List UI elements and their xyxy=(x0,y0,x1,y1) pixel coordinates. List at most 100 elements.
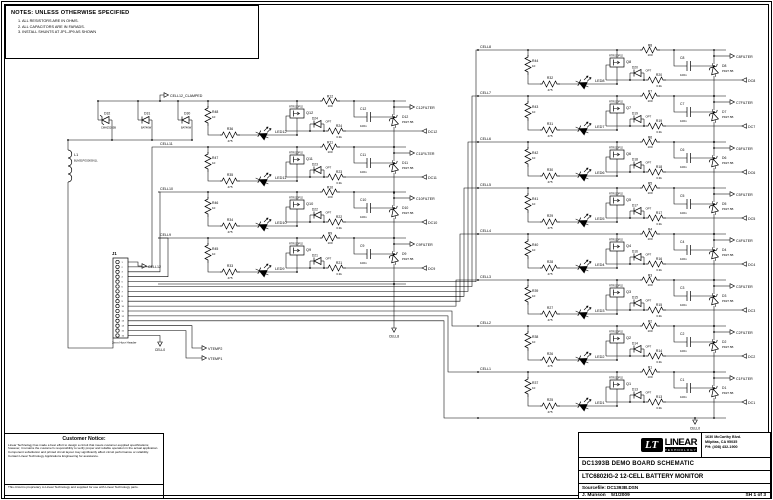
net-terminal-right-icon xyxy=(409,104,416,110)
junction-dot xyxy=(159,100,161,102)
led-symbol xyxy=(575,121,592,136)
wire xyxy=(67,182,114,349)
led-diode xyxy=(255,130,269,141)
resistor-symbol xyxy=(646,168,666,176)
value-R12: 100 xyxy=(327,104,332,108)
net-label-CELL9: CELL9 xyxy=(160,233,171,237)
address-line-2: Milpitas, CA 95035 xyxy=(705,439,738,444)
junction-dot xyxy=(527,187,529,189)
value-D31: BAT46W xyxy=(141,126,152,130)
wire xyxy=(673,326,687,343)
label-R42: R42 xyxy=(532,151,538,155)
junction-dot xyxy=(643,125,645,127)
value-C12: 100n xyxy=(360,124,367,128)
value-Q6: RTR020P02 xyxy=(609,147,623,150)
led-symbol xyxy=(575,167,592,182)
resistor-symbol xyxy=(204,106,212,126)
net-terminal-right-icon xyxy=(729,375,736,381)
junction-dot xyxy=(616,233,618,235)
junction-dot xyxy=(616,175,618,177)
clamp-network: CELL12_CLAMPEDD32CMHZ5265BD31BAT46WD30BA… xyxy=(68,92,203,141)
value-D8: PDZ7.5B xyxy=(722,69,733,73)
resistor-symbol xyxy=(540,264,560,272)
sheet-number: SH 1 of 3 xyxy=(745,492,766,498)
label-Q9: Q9 xyxy=(306,248,311,252)
zener-D1 xyxy=(708,385,720,399)
junction-dot xyxy=(309,221,311,223)
label-R28: R28 xyxy=(547,260,553,264)
resistor-symbol xyxy=(326,127,346,135)
diode-D18 xyxy=(630,160,644,170)
junction-dot xyxy=(629,217,631,219)
customer-notice-box: Customer Notice: Linear Technology has m… xyxy=(4,433,164,499)
j1-pin xyxy=(115,269,120,274)
net-label-DC8: DC8 xyxy=(748,79,755,83)
diode-D24 xyxy=(310,119,324,129)
resistor-symbol xyxy=(646,352,666,360)
value-R32: 475 xyxy=(547,88,552,92)
mosfet-symbol xyxy=(285,192,305,226)
diode-D15 xyxy=(630,298,644,308)
label-R16: R16 xyxy=(656,257,662,261)
notes-title: NOTES: UNLESS OTHERWISE SPECIFIED xyxy=(11,10,130,16)
net-terminal-right-icon xyxy=(729,237,736,243)
resistor-symbol xyxy=(646,398,666,406)
junction-dot xyxy=(393,207,395,209)
value-C2: 100n xyxy=(680,349,687,353)
junction-dot xyxy=(713,249,715,251)
junction-dot xyxy=(477,233,479,235)
value-D32: CMHZ5265B xyxy=(101,126,116,130)
j1-pin xyxy=(115,304,120,309)
junction-dot xyxy=(323,267,325,269)
value-R26: 475 xyxy=(547,364,552,368)
label-C2: C2 xyxy=(680,332,684,336)
wire xyxy=(159,94,164,101)
label-LED12: LED12 xyxy=(275,130,287,134)
label-D16: D16 xyxy=(632,250,638,254)
value-C3: 100n xyxy=(680,303,687,307)
label-R48: R48 xyxy=(212,110,218,114)
net-label-cell8-bottom: CELL8 xyxy=(389,335,399,339)
value-R9: 100 xyxy=(327,241,332,245)
junction-dot xyxy=(713,65,715,67)
title-block-footer-row: J. Munson 5/1/2009 SH 1 of 3 xyxy=(579,493,770,499)
label-D13: D13 xyxy=(632,388,638,392)
junction-dot xyxy=(309,267,311,269)
net-terminal-right-icon xyxy=(729,145,736,151)
wire xyxy=(527,397,540,407)
net-label-DC5: DC5 xyxy=(748,217,755,221)
cell-circuit-LED1: CELL1R3710R25475LED1RTR020P02Q1R133.3kD1… xyxy=(478,366,755,419)
net-label-C5FILTER: C5FILTER xyxy=(736,193,753,197)
label-R36: R36 xyxy=(227,127,233,131)
wire xyxy=(128,320,478,419)
junction-dot xyxy=(713,331,715,333)
junction-dot xyxy=(713,141,715,143)
wire xyxy=(207,126,220,136)
net-label-C9FILTER: C9FILTER xyxy=(416,243,433,247)
led-diode xyxy=(575,263,589,274)
wire xyxy=(527,121,540,131)
j1-pin-number: 15 xyxy=(122,331,125,333)
zener-D8 xyxy=(708,63,720,77)
wire xyxy=(673,234,687,251)
value-Q5: RTR020P02 xyxy=(609,193,623,196)
j1-pin xyxy=(115,318,120,323)
value-R7: 100 xyxy=(647,99,652,103)
mosfet-symbol xyxy=(285,147,305,181)
j1-pin-number: 7 xyxy=(122,291,124,293)
junction-dot xyxy=(393,152,395,154)
cell-circuit-LED3: CELL3R3910R27475LED3RTR020P02Q3R153.3kD1… xyxy=(478,274,755,327)
diode-D14 xyxy=(630,344,644,354)
junction-dot xyxy=(629,401,631,403)
value-C10: 100n xyxy=(360,215,367,219)
label-J1: J1 xyxy=(112,251,117,256)
label-R15: R15 xyxy=(656,303,662,307)
zener-D6 xyxy=(708,155,720,169)
logo-wordmark: LINEAR TECHNOLOGY xyxy=(664,438,698,453)
junction-dot xyxy=(477,187,479,189)
value-D24: OPT xyxy=(326,120,332,124)
diode-D20 xyxy=(630,68,644,78)
net-terminal-left-icon xyxy=(741,261,747,267)
net-label-CELL3: CELL3 xyxy=(480,275,491,279)
junction-dot xyxy=(527,49,529,51)
